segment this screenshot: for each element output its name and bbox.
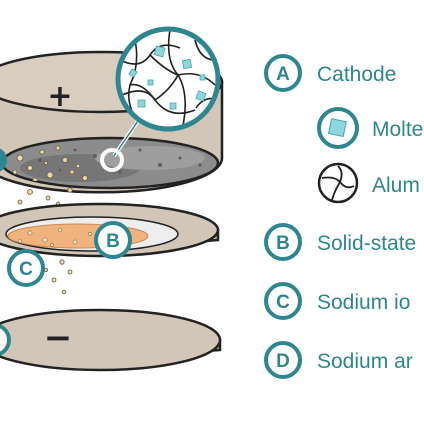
badge-a-partial — [0, 148, 7, 172]
legend-item-molten-salt: Molte — [317, 107, 423, 149]
magnifier-spot — [100, 148, 124, 172]
svg-text:C: C — [276, 292, 290, 313]
svg-text:B: B — [106, 231, 120, 252]
svg-text:Alum: Alum — [372, 174, 420, 197]
anode-minus-sign: − — [44, 318, 73, 358]
svg-text:D: D — [276, 351, 290, 372]
svg-text:Molte: Molte — [372, 118, 423, 141]
anode-casing: − — [0, 308, 222, 372]
network-icon — [321, 165, 355, 201]
falling-particles — [17, 187, 73, 207]
svg-text:A: A — [276, 64, 290, 85]
svg-text:Cathode: Cathode — [317, 63, 396, 86]
svg-text:Sodium ar: Sodium ar — [317, 350, 413, 373]
crystal-icon — [327, 118, 347, 138]
legend-item-sodium-ion: C Sodium io — [264, 282, 410, 320]
badge-d-partial — [0, 324, 11, 356]
svg-text:B: B — [276, 233, 290, 254]
legend: A Cathode Molte Alum B Solid-state — [264, 54, 423, 379]
badge-c: C — [7, 249, 45, 287]
sodium-ion-particles — [44, 259, 73, 295]
svg-text:Solid-state: Solid-state — [317, 232, 416, 255]
legend-item-solid-state: B Solid-state — [264, 223, 416, 261]
legend-item-sodium-anode: D Sodium ar — [264, 341, 413, 379]
svg-text:C: C — [19, 259, 33, 280]
cathode-material — [12, 145, 205, 183]
badge-b: B — [94, 221, 132, 259]
magnifier-lens — [115, 26, 221, 132]
svg-text:Sodium io: Sodium io — [317, 291, 410, 314]
legend-item-alumina: Alum — [317, 162, 420, 204]
legend-item-cathode: A Cathode — [264, 54, 396, 92]
cathode-plus-sign: + — [47, 79, 72, 114]
